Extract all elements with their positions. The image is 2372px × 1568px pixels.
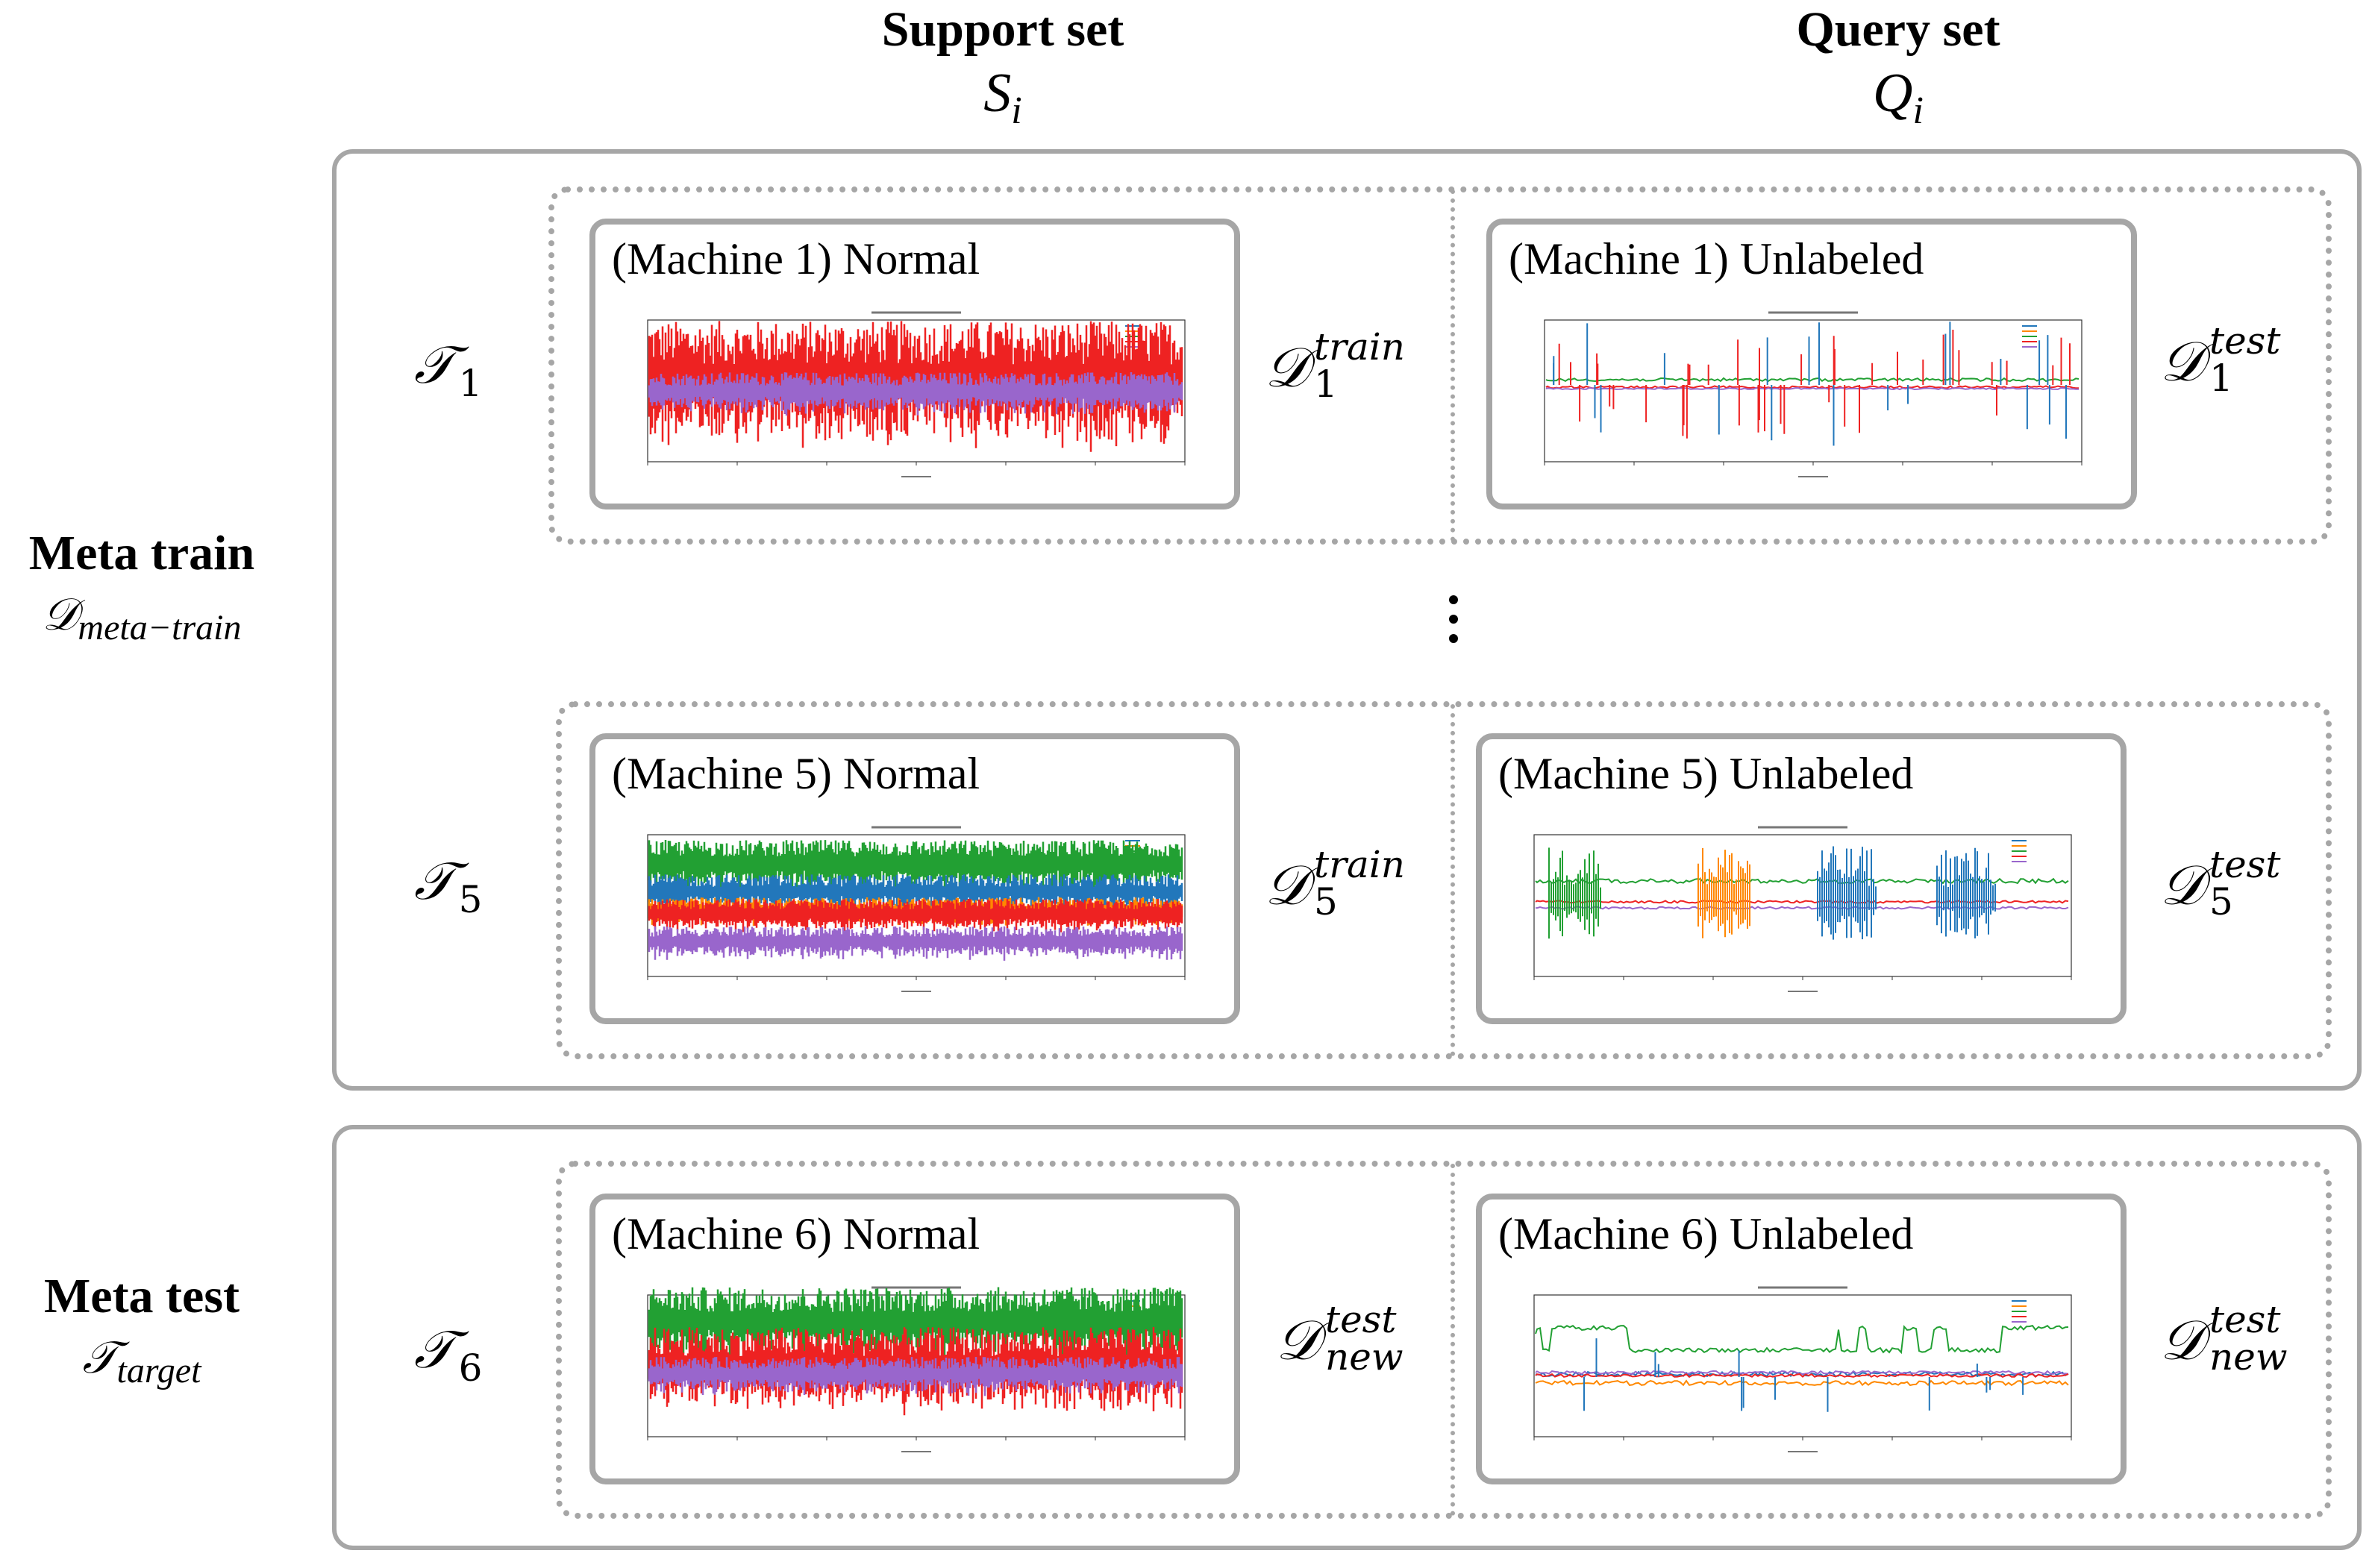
task-5-box [556,701,2332,1059]
task-1-support-card: (Machine 1) Normal [589,219,1240,509]
task-1-box [548,186,2332,545]
task-6-query-plot [1504,1282,2101,1461]
meta-train-label: Meta train 𝒟meta−train [0,522,298,658]
task-1-query-plot [1515,307,2112,486]
task-5-query-card: (Machine 5) Unlabeled [1476,733,2127,1024]
task-5-query-caption: (Machine 5) Unlabeled [1498,749,1914,798]
support-set-header: Support set Si [779,0,1227,145]
meta-train-title: Meta train [28,526,255,580]
meta-train-symbol: 𝒟meta−train [42,590,242,647]
query-set-symbol: Qi [1873,63,1924,132]
query-set-header: Query set Qi [1674,0,2122,145]
task-6-support-plot [618,1282,1215,1461]
task-6-support-card: (Machine 6) Normal [589,1194,1240,1484]
meta-test-box [332,1125,2362,1550]
task-1-support-caption: (Machine 1) Normal [612,234,980,283]
task-6-query-caption: (Machine 6) Unlabeled [1498,1209,1914,1258]
support-set-title: Support set [881,2,1124,57]
support-set-symbol: Si [983,63,1022,132]
task-1-divider [1451,189,1455,542]
task-5-divider [1451,704,1455,1056]
task-5-support-card: (Machine 5) Normal [589,733,1240,1024]
task-1-support-plot [618,307,1215,486]
meta-test-label: Meta test 𝒯target [0,1265,298,1401]
task-5-support-caption: (Machine 5) Normal [612,749,980,798]
task-6-divider [1451,1164,1455,1516]
task-6-query-card: (Machine 6) Unlabeled [1476,1194,2127,1484]
task-1-query-card: (Machine 1) Unlabeled [1486,219,2137,509]
task-1-query-caption: (Machine 1) Unlabeled [1509,234,1924,283]
task-6-support-caption: (Machine 6) Normal [612,1209,980,1258]
query-set-title: Query set [1796,2,2000,57]
meta-test-symbol: 𝒯target [82,1333,201,1390]
task-6-box [556,1161,2332,1519]
task-5-query-plot [1504,821,2101,1000]
task-5-support-plot [618,821,1215,1000]
meta-test-title: Meta test [43,1269,240,1323]
meta-train-box [332,149,2362,1091]
ellipsis-dots [1449,595,1459,653]
